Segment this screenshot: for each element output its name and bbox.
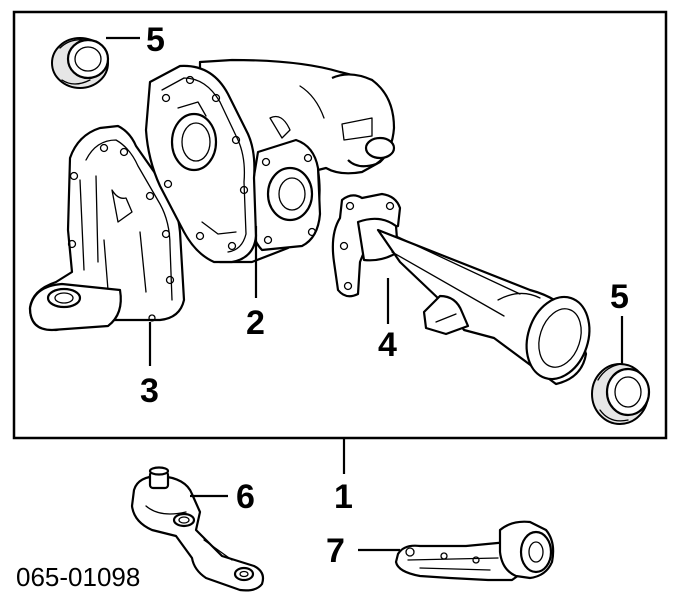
axle-tube[interactable] <box>331 192 600 387</box>
callout-2: 2 <box>246 304 265 342</box>
oil-seal-upper[interactable] <box>51 37 110 89</box>
callout-7: 7 <box>326 532 345 570</box>
callout-3: 3 <box>140 372 159 410</box>
callout-5-lower: 5 <box>610 278 629 316</box>
callout-5-upper: 5 <box>146 21 165 59</box>
differential-housing[interactable] <box>144 58 396 264</box>
callout-4: 4 <box>378 326 397 364</box>
oil-seal-lower[interactable] <box>591 363 651 425</box>
callout-1: 1 <box>334 478 353 516</box>
mount-bracket[interactable] <box>394 520 555 582</box>
steering-arm[interactable] <box>130 466 265 592</box>
assembly-frame <box>12 10 668 440</box>
callout-6: 6 <box>236 478 255 516</box>
diagram-code: 065-01098 <box>16 562 140 592</box>
carrier-cover[interactable] <box>28 124 186 332</box>
